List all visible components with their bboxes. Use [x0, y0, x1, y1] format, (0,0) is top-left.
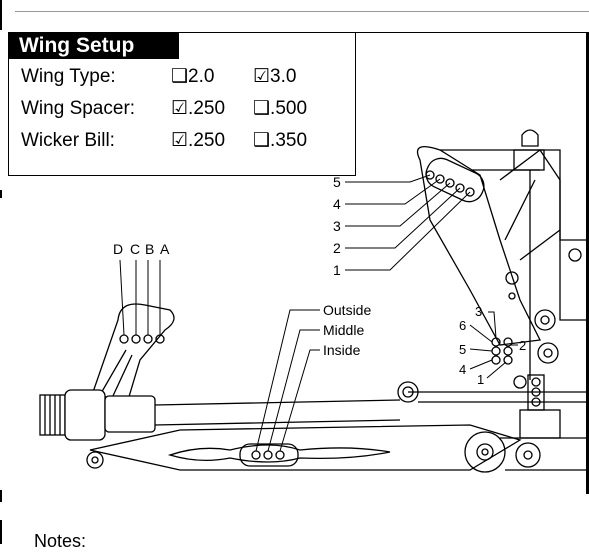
checkbox-empty-icon: ❑	[253, 98, 271, 119]
checkbox-checked-icon: ☑	[171, 130, 189, 151]
wing-hole-label-3: 3	[333, 218, 341, 234]
checkbox-empty-icon: ❑	[171, 66, 189, 87]
right-frame-edge	[586, 32, 589, 494]
tower-hole-label-b: B	[145, 241, 154, 257]
wicker-bill-option-250[interactable]: ☑.250	[171, 130, 226, 151]
checkbox-checked-icon: ☑	[171, 98, 189, 119]
wing-type-option-3-0[interactable]: ☑3.0	[253, 66, 297, 87]
wicker-bill-option-350[interactable]: ❑.350	[253, 130, 308, 151]
wing-type-label: Wing Type:	[21, 66, 116, 87]
camber-hole-label-2: 2	[519, 338, 526, 353]
wing-hole-label-5: 5	[333, 174, 341, 190]
wing-hole-label-4: 4	[333, 196, 341, 212]
checkbox-checked-icon: ☑	[253, 66, 271, 87]
arm-position-inside: Inside	[323, 342, 361, 358]
wing-spacer-option-250[interactable]: ☑.250	[171, 98, 226, 119]
camber-hole-label-3: 3	[475, 304, 482, 319]
top-rule	[15, 11, 589, 12]
wing-type-row: Wing Type: ❑2.0 ☑3.0	[21, 65, 296, 89]
wing-hole-label-1: 1	[333, 262, 341, 278]
arm-position-middle: Middle	[323, 322, 364, 338]
wing-setup-title: Wing Setup	[9, 33, 179, 59]
camber-hole-label-1: 1	[477, 372, 484, 387]
wing-spacer-label: Wing Spacer:	[21, 98, 136, 119]
arm-position-outside: Outside	[323, 302, 371, 318]
wicker-bill-label: Wicker Bill:	[21, 130, 115, 151]
wicker-bill-row: Wicker Bill: ☑.250 ❑.350	[21, 129, 307, 153]
tower-hole-label-a: A	[160, 241, 170, 257]
tower-hole-label-d: D	[113, 241, 123, 257]
camber-hole-label-6: 6	[459, 318, 466, 333]
wing-type-option-2-0[interactable]: ❑2.0	[171, 66, 215, 87]
frame-top-rule	[356, 32, 589, 33]
wing-spacer-option-500[interactable]: ❑.500	[253, 98, 308, 119]
tower-hole-label-c: C	[130, 241, 140, 257]
wing-spacer-row: Wing Spacer: ☑.250 ❑.500	[21, 97, 307, 121]
camber-hole-label-5: 5	[459, 342, 466, 357]
notes-label: Notes:	[34, 531, 87, 551]
checkbox-empty-icon: ❑	[253, 130, 271, 151]
wing-hole-label-2: 2	[333, 240, 341, 256]
left-edge-marks	[0, 0, 2, 544]
camber-hole-label-4: 4	[459, 362, 466, 377]
wing-setup-panel: Wing Setup Wing Type: ❑2.0 ☑3.0 Wing Spa…	[8, 32, 356, 176]
